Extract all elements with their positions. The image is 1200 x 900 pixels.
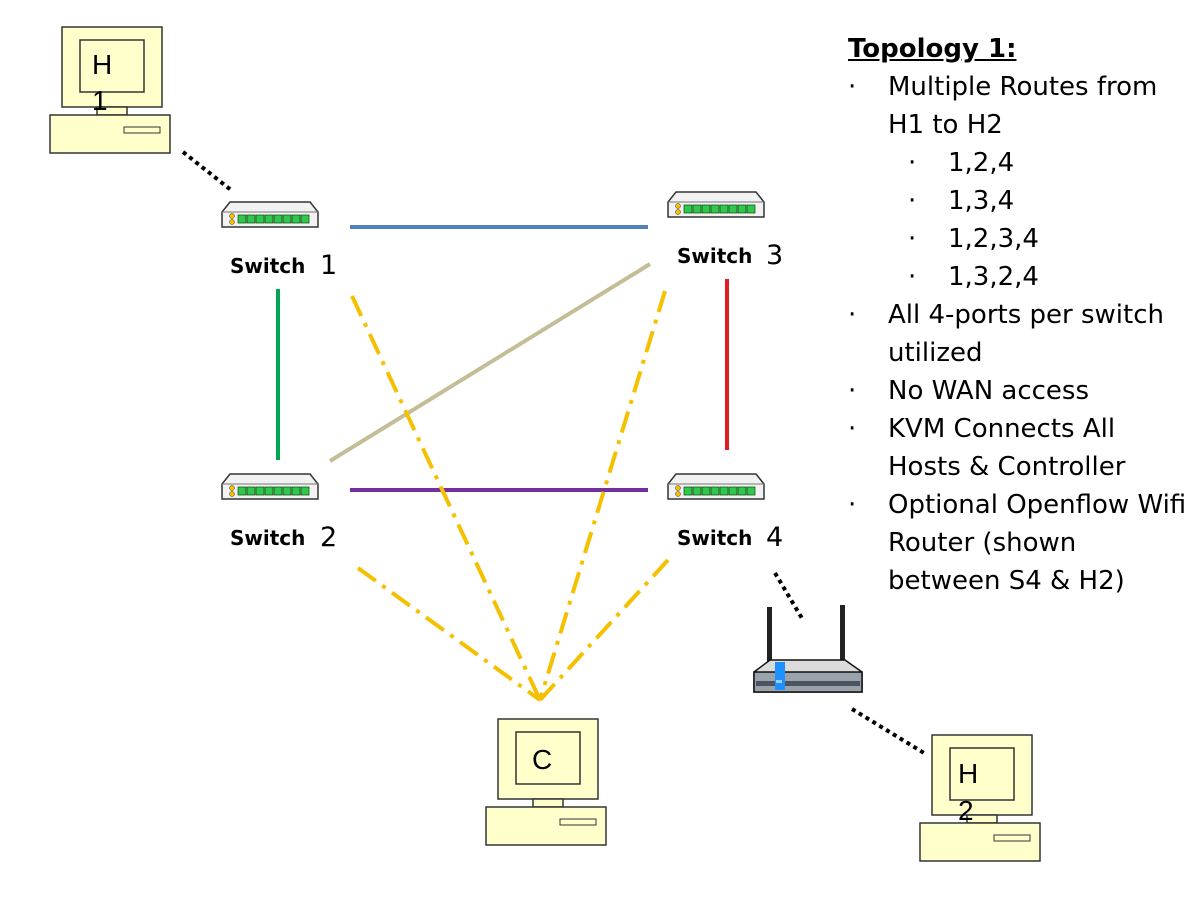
link-c-s1 [350, 295, 542, 701]
wifi-router-icon [753, 605, 863, 693]
bullet: · [848, 414, 857, 444]
note-subitem: · 1,3,2,4 [848, 258, 1193, 296]
bullet: · [908, 186, 917, 216]
switch-number: 3 [766, 240, 783, 271]
note-text: 1,3,4 [948, 186, 1015, 216]
host-h2: H 2 [919, 734, 1041, 862]
notes-title: Topology 1: [848, 34, 1017, 64]
link-h1-s1 [181, 150, 233, 192]
switch-label: Switch [230, 254, 305, 278]
bullet: · [848, 490, 857, 520]
note-item: · Multiple Routes from H1 to H2 [848, 68, 1193, 144]
controller-c: C [485, 718, 607, 846]
link-s4-router [773, 571, 805, 622]
host-h1-label: H [92, 49, 112, 80]
bullet: · [848, 300, 857, 330]
note-subitem: · 1,2,4 [848, 144, 1193, 182]
note-text: 1,3,2,4 [948, 262, 1039, 292]
note-item: · KVM Connects All Hosts & Controller [848, 410, 1193, 486]
switch-1: Switch 1 [221, 201, 337, 281]
note-subitem: · 1,2,3,4 [848, 220, 1193, 258]
note-subitem: · 1,3,4 [848, 182, 1193, 220]
link-s2-s3 [328, 262, 652, 463]
switch-number: 4 [766, 522, 783, 553]
note-text: Optional Openflow Wifi Router (shown bet… [888, 490, 1187, 596]
note-text: No WAN access [888, 376, 1090, 406]
switch-number: 2 [320, 522, 337, 553]
host-h1: H 1 [49, 26, 171, 154]
note-text: KVM Connects All Hosts & Controller [888, 414, 1126, 482]
link-c-s4 [538, 558, 670, 702]
bullet: · [848, 376, 857, 406]
topology-notes: Topology 1: · Multiple Routes from H1 to … [848, 30, 1193, 600]
host-h2-label-2: 2 [958, 795, 974, 826]
host-h1-label-2: 1 [92, 85, 108, 116]
switch-label: Switch [677, 526, 752, 550]
note-text: 1,2,4 [948, 148, 1015, 178]
host-h2-label: H [958, 758, 978, 789]
note-item: · No WAN access [848, 372, 1193, 410]
link-c-s3 [538, 290, 667, 701]
switch-2: Switch 2 [221, 473, 337, 553]
note-text: Multiple Routes from H1 to H2 [888, 72, 1158, 140]
note-text: 1,2,3,4 [948, 224, 1039, 254]
bullet: · [908, 148, 917, 178]
switch-label: Switch [230, 526, 305, 550]
bullet: · [908, 224, 917, 254]
note-item: · Optional Openflow Wifi Router (shown be… [848, 486, 1193, 600]
link-router-h2 [850, 707, 926, 755]
switch-3: Switch 3 [667, 191, 783, 271]
bullet: · [908, 262, 917, 292]
link-c-s2 [356, 566, 542, 702]
switch-label: Switch [677, 244, 752, 268]
switch-4: Switch 4 [667, 473, 783, 553]
bullet: · [848, 72, 857, 102]
switch-number: 1 [320, 250, 337, 281]
note-text: All 4-ports per switch utilized [888, 300, 1164, 368]
controller-links [350, 290, 670, 702]
note-item: · All 4-ports per switch utilized [848, 296, 1193, 372]
controller-label: C [532, 744, 552, 775]
